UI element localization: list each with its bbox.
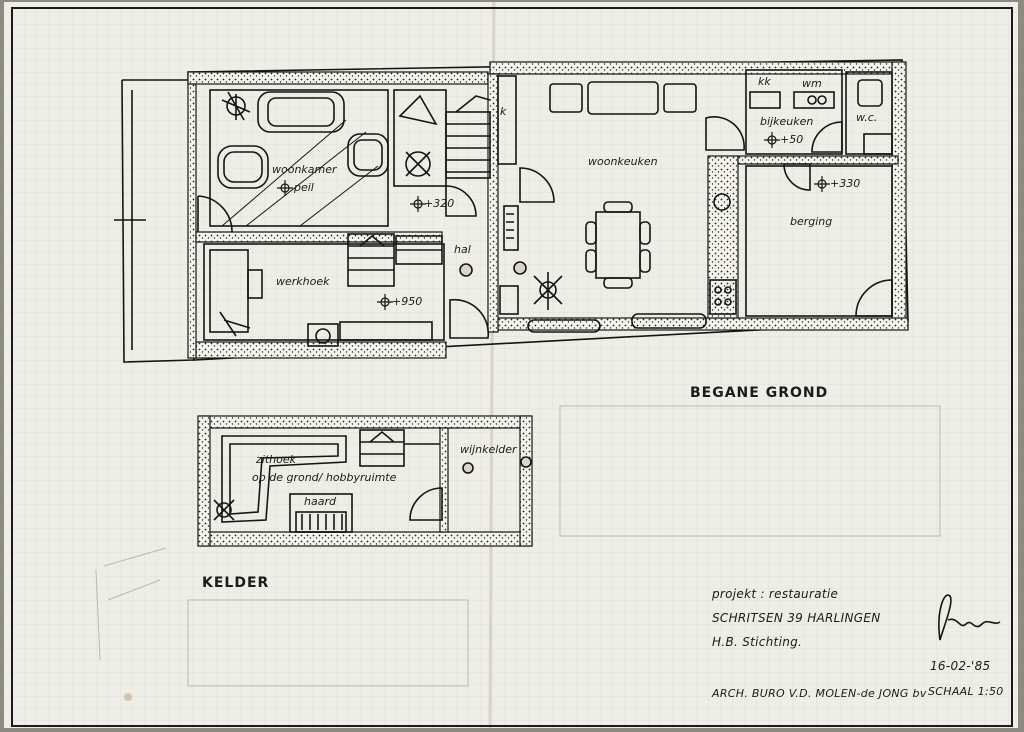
basement-plan bbox=[197, 415, 533, 547]
ghost-marks bbox=[95, 405, 941, 687]
room-label-werkhoek: werkhoek bbox=[276, 275, 330, 288]
ground-floor-title: BEGANE GROND bbox=[690, 385, 829, 401]
room-label-hal: hal bbox=[454, 243, 471, 256]
signature bbox=[938, 594, 1001, 641]
title-block-address: SCHRITSEN 39 HARLINGEN bbox=[712, 611, 881, 625]
room-label-woonkeuken: woonkeuken bbox=[588, 155, 658, 168]
level-label-bijkeuken: +50 bbox=[780, 133, 804, 146]
title-block-architect: ARCH. BURO V.D. MOLEN-de JONG bv bbox=[712, 687, 927, 700]
title-block-project: projekt : restauratie bbox=[712, 587, 839, 601]
room-label-k: k bbox=[500, 105, 507, 118]
room-label-wijnkelder: wijnkelder bbox=[460, 443, 517, 456]
title-block-scale: SCHAAL 1:50 bbox=[928, 685, 1004, 698]
level-label-werkhoek: +950 bbox=[392, 295, 423, 308]
paper bbox=[4, 1, 1018, 729]
level-label-berging: +330 bbox=[830, 177, 861, 190]
basement-title: KELDER bbox=[202, 575, 270, 591]
room-label-wm: wm bbox=[802, 77, 822, 90]
title-block-date: 16-02-'85 bbox=[930, 659, 991, 673]
room-label-haard: haard bbox=[304, 495, 336, 508]
room-label-hobbyruimte: op de grond/ hobbyruimte bbox=[252, 471, 397, 484]
room-label-wc: w.c. bbox=[856, 111, 878, 124]
room-label-kk: kk bbox=[758, 75, 771, 88]
room-label-zithoek: zithoek bbox=[256, 453, 296, 466]
room-label-berging: berging bbox=[790, 215, 833, 228]
level-label-kamer: +320 bbox=[424, 197, 455, 210]
level-label-peil: peil bbox=[294, 181, 314, 194]
room-label-woonkamer: woonkamer bbox=[272, 163, 337, 176]
room-label-bijkeuken: bijkeuken bbox=[760, 115, 814, 128]
title-block-client: H.B. Stichting. bbox=[712, 635, 803, 649]
ground-floor-plan bbox=[114, 59, 909, 363]
